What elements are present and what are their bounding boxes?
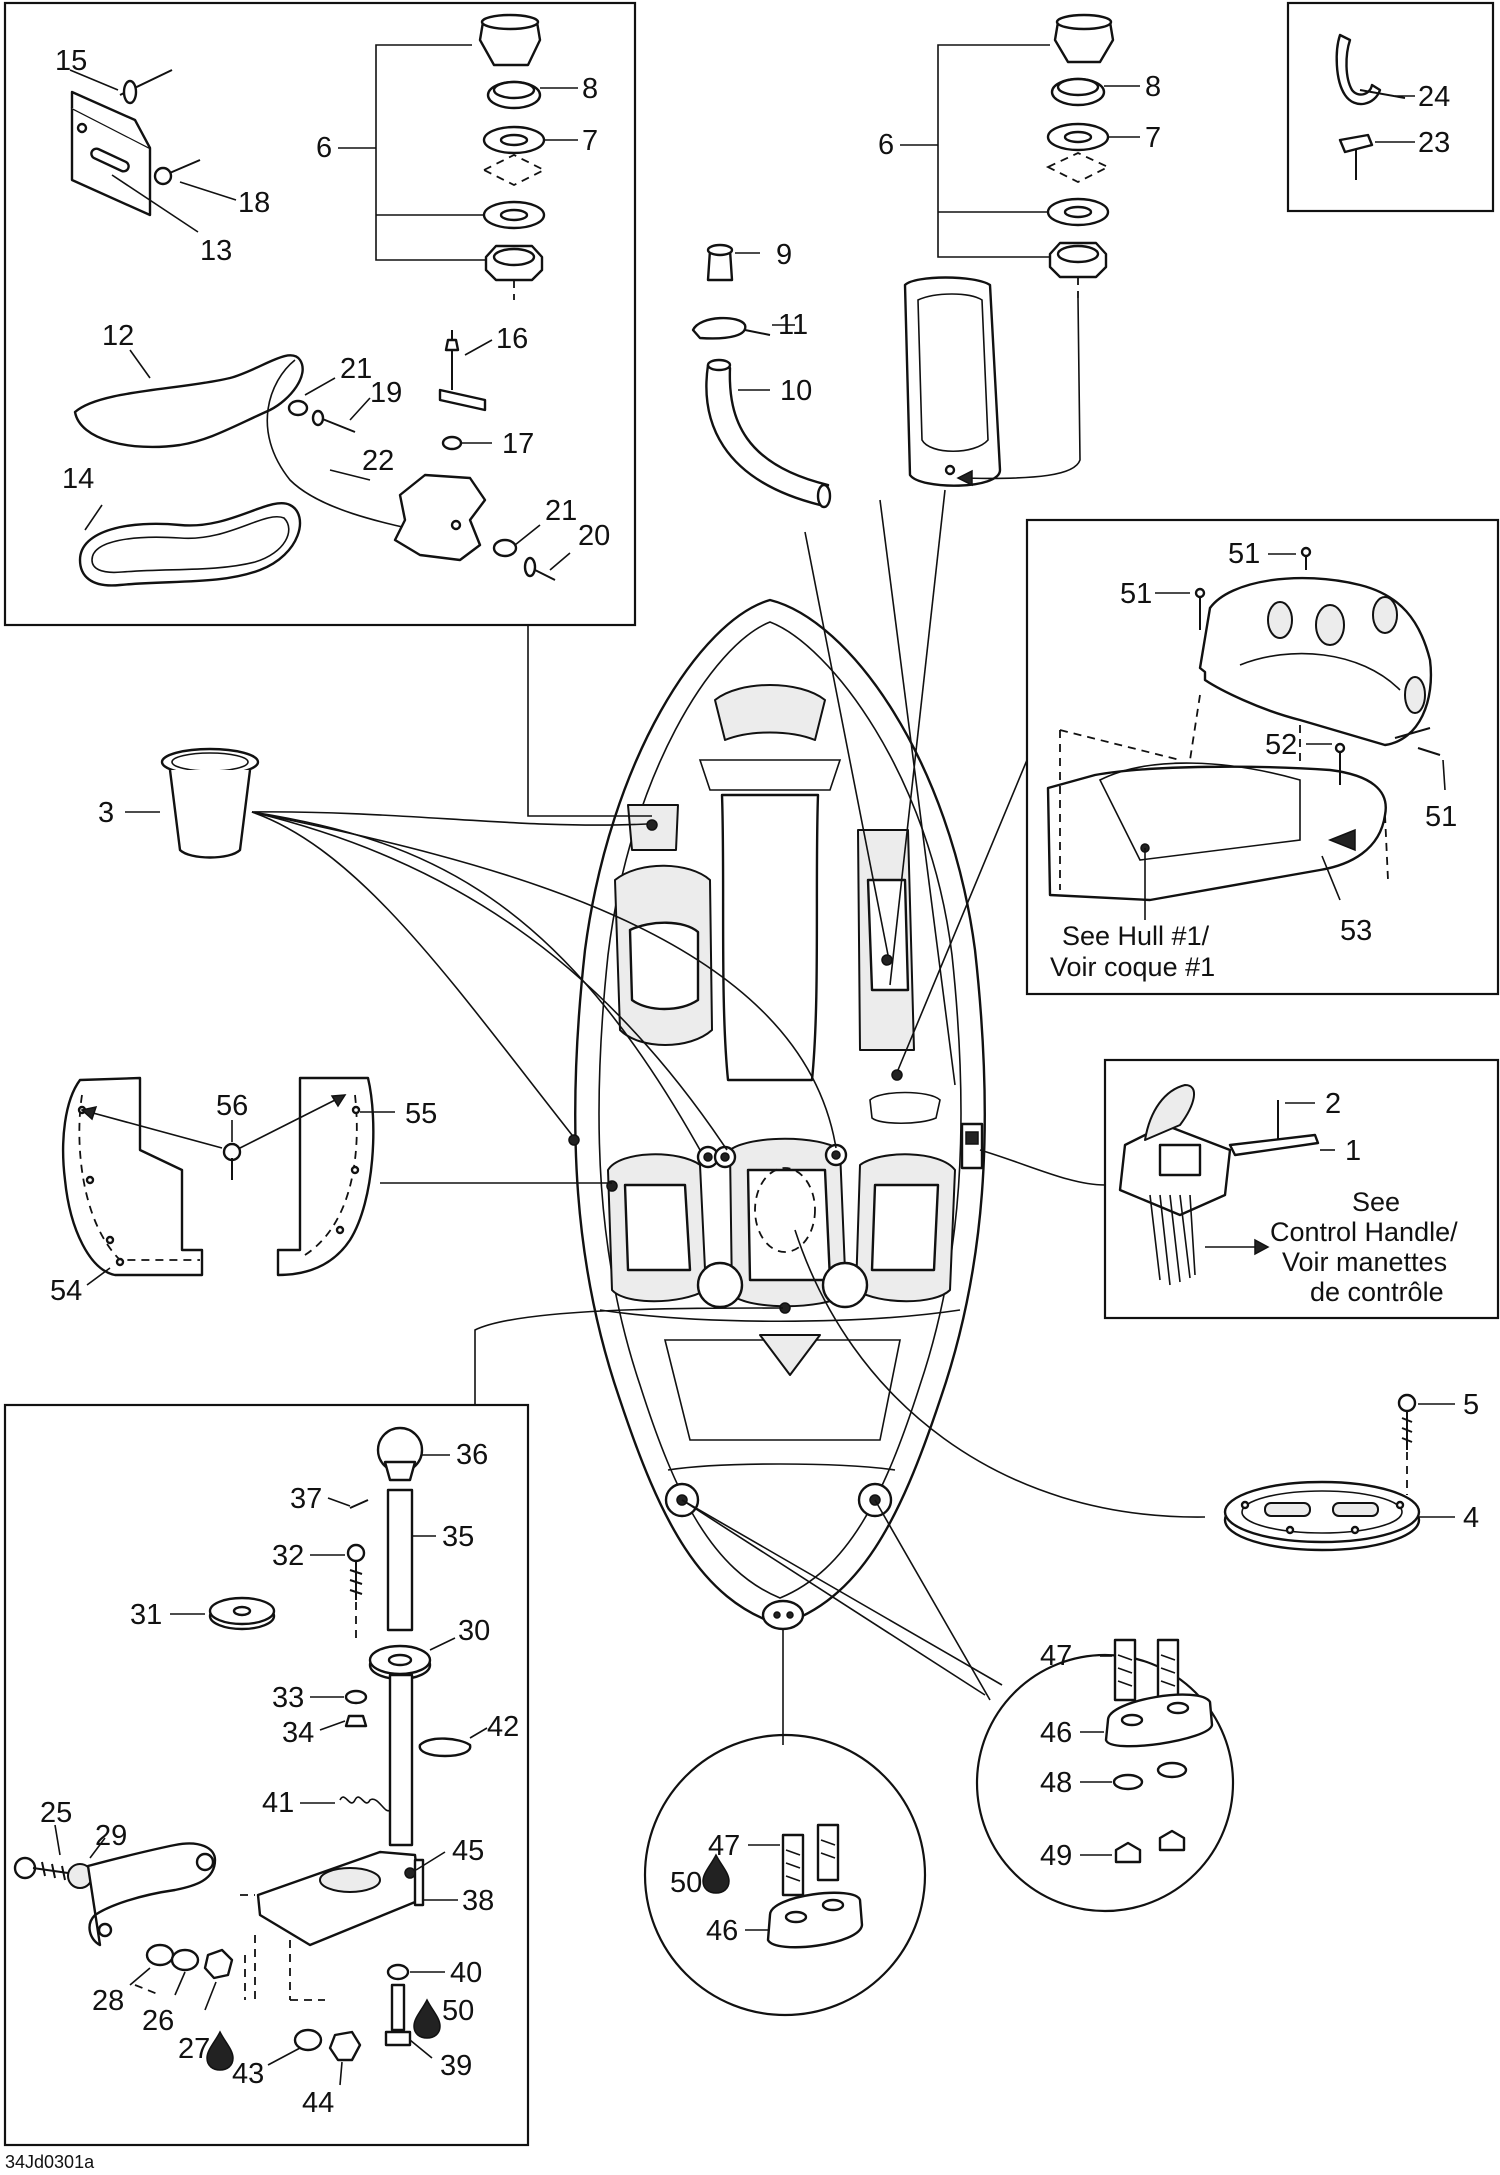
callout-31: 31 — [130, 1599, 162, 1631]
inset-box-seat-straps — [3, 1, 637, 627]
leader-lines — [251, 489, 1206, 1745]
inset-box-control-handle — [1103, 1058, 1500, 1320]
note-control-line1: See — [1352, 1187, 1400, 1217]
callout-51-top: 51 — [1228, 538, 1260, 570]
callout-23: 23 — [1418, 127, 1450, 159]
callout-50-right: 50 — [442, 1995, 474, 2027]
callout-25: 25 — [40, 1797, 72, 1829]
callout-38: 38 — [462, 1885, 494, 1917]
note-control-line3: Voir manettes — [1282, 1247, 1447, 1277]
callout-16: 16 — [496, 323, 528, 355]
callout-20: 20 — [578, 520, 610, 552]
cup-holder-part — [125, 747, 260, 859]
callout-21-bottom: 21 — [545, 495, 577, 527]
oil-drop-icon — [702, 1853, 730, 1894]
callout-40: 40 — [450, 1957, 482, 1989]
callout-17: 17 — [502, 428, 534, 460]
callout-56: 56 — [216, 1090, 248, 1122]
callout-34: 34 — [282, 1717, 314, 1749]
callout-47-left: 47 — [708, 1830, 740, 1862]
callout-43: 43 — [232, 2058, 264, 2090]
oil-drop-icon — [206, 2030, 234, 2071]
callout-41: 41 — [262, 1787, 294, 1819]
callout-6-right: 6 — [878, 129, 894, 161]
callout-52: 52 — [1265, 729, 1297, 761]
control-handle-parts — [1118, 1084, 1335, 1286]
callout-numbers: 1 2 3 4 5 6 6 7 7 8 8 9 10 11 12 13 14 1… — [40, 45, 1479, 2119]
callout-4: 4 — [1463, 1502, 1479, 1534]
callout-46-left: 46 — [706, 1915, 738, 1947]
callout-32: 32 — [272, 1540, 304, 1572]
callout-1: 1 — [1345, 1135, 1361, 1167]
callout-50-left: 50 — [670, 1867, 702, 1899]
callout-28: 28 — [92, 1985, 124, 2017]
detail-circle-right — [975, 1638, 1235, 1913]
seat-strap-parts — [69, 13, 578, 587]
note-hull-line2: Voir coque #1 — [1050, 952, 1215, 982]
callout-5: 5 — [1463, 1389, 1479, 1421]
hull-deck — [568, 598, 987, 1631]
callout-51-right: 51 — [1425, 801, 1457, 833]
callout-37: 37 — [290, 1483, 322, 1515]
callout-21-top: 21 — [340, 353, 372, 385]
callout-7-right: 7 — [1145, 122, 1161, 154]
note-hull-line1: See Hull #1/ — [1062, 921, 1210, 951]
steering-column-parts — [13, 1426, 488, 2086]
callout-3: 3 — [98, 797, 114, 829]
callout-22: 22 — [362, 445, 394, 477]
callout-48: 48 — [1040, 1767, 1072, 1799]
inset-box-steering-column — [3, 1403, 530, 2147]
callout-24: 24 — [1418, 81, 1450, 113]
inset-box-hull-cover — [1025, 518, 1500, 996]
callout-14: 14 — [62, 463, 94, 495]
callout-42: 42 — [487, 1711, 519, 1743]
callout-27: 27 — [178, 2033, 210, 2065]
callout-39: 39 — [440, 2050, 472, 2082]
callout-8-left: 8 — [582, 73, 598, 105]
callout-30: 30 — [458, 1615, 490, 1647]
callout-18: 18 — [238, 187, 270, 219]
callout-55: 55 — [405, 1098, 437, 1130]
detail-circle-left — [643, 1733, 927, 2017]
callout-35: 35 — [442, 1521, 474, 1553]
callout-8-right: 8 — [1145, 71, 1161, 103]
callout-12: 12 — [102, 320, 134, 352]
drain-and-storage-parts — [691, 13, 1140, 509]
inset-box-fasteners — [1286, 1, 1495, 213]
hull-cover-parts — [1046, 546, 1446, 920]
callout-47-right: 47 — [1040, 1640, 1072, 1672]
callout-13: 13 — [200, 235, 232, 267]
side-panel-parts — [61, 1076, 395, 1286]
callout-26: 26 — [142, 2005, 174, 2037]
callout-54: 54 — [50, 1275, 82, 1307]
fastener-parts — [1335, 33, 1415, 180]
callout-45: 45 — [452, 1835, 484, 1867]
callout-51-left: 51 — [1120, 578, 1152, 610]
callout-15: 15 — [55, 45, 87, 77]
callout-46-right: 46 — [1040, 1717, 1072, 1749]
callout-11: 11 — [778, 309, 808, 341]
figure-code: 34Jd0301a — [5, 2152, 95, 2172]
callout-33: 33 — [272, 1682, 304, 1714]
inspection-cover-parts — [1223, 1393, 1455, 1552]
callout-6-left: 6 — [316, 132, 332, 164]
callout-9: 9 — [776, 239, 792, 271]
callout-53: 53 — [1340, 915, 1372, 947]
callout-2: 2 — [1325, 1088, 1341, 1120]
callout-36: 36 — [456, 1439, 488, 1471]
callout-10: 10 — [780, 375, 812, 407]
callout-44: 44 — [302, 2087, 334, 2119]
callout-49: 49 — [1040, 1840, 1072, 1872]
oil-drop-icon — [413, 1998, 441, 2039]
note-control-line2: Control Handle/ — [1270, 1217, 1458, 1247]
callout-19: 19 — [370, 377, 402, 409]
callout-29: 29 — [95, 1820, 127, 1852]
callout-7-left: 7 — [582, 125, 598, 157]
note-control-line4: de contrôle — [1310, 1277, 1444, 1307]
